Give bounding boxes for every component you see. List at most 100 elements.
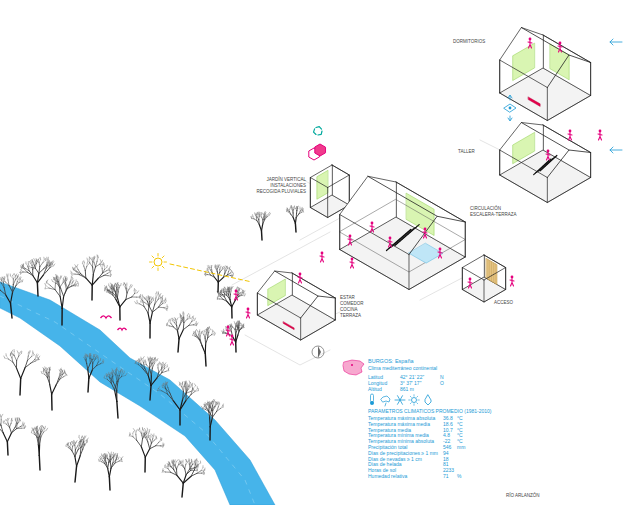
tree-branch — [209, 407, 210, 411]
tree-branch — [205, 344, 207, 353]
tree-branch — [258, 216, 259, 219]
tree-branch — [224, 268, 225, 270]
tree-branch — [183, 465, 185, 469]
tree-branch — [227, 290, 229, 291]
tree-branch — [127, 289, 129, 293]
tree-branch — [32, 269, 33, 275]
tree-leaf — [238, 288, 239, 290]
tree-branch — [157, 365, 159, 368]
tree-branch — [252, 218, 254, 220]
tree-branch — [97, 257, 98, 261]
tree-leaf — [53, 277, 54, 279]
tree-leaf — [36, 426, 37, 428]
tree-leaf — [35, 259, 37, 261]
tree-branch — [180, 316, 182, 318]
tree-branch — [205, 353, 207, 366]
tree-leaf — [141, 298, 142, 300]
tree-branch — [106, 456, 108, 458]
tree-leaf — [147, 428, 149, 430]
tree-branch — [92, 262, 93, 267]
tree-leaf — [118, 457, 120, 459]
tree-branch — [144, 364, 147, 366]
tree-branch — [130, 435, 133, 437]
tree-branch — [262, 217, 264, 220]
tree-branch — [212, 334, 215, 335]
tree-branch — [73, 283, 78, 285]
tree-branch — [176, 469, 177, 475]
tree-branch — [83, 263, 85, 266]
tree-branch — [116, 292, 118, 298]
tree-branch — [145, 437, 148, 441]
tree-leaf — [106, 454, 108, 456]
tree-branch — [49, 370, 50, 373]
tree-branch — [91, 285, 93, 300]
tree-leaf — [3, 276, 4, 278]
tree-branch — [139, 363, 142, 365]
tree-branch — [193, 386, 196, 389]
tree-branch — [205, 273, 207, 275]
tree-branch — [88, 369, 89, 378]
tree-branch — [126, 285, 127, 288]
tree-leaf — [120, 369, 121, 371]
tree-branch — [137, 302, 140, 304]
tree-branch — [135, 431, 136, 434]
tree-branch — [185, 384, 186, 387]
tree-branch — [1, 425, 3, 432]
tree-branch — [174, 470, 177, 476]
tree-leaf — [20, 271, 21, 273]
tree-branch — [87, 378, 89, 392]
tree-branch — [20, 272, 23, 274]
tree-leaf — [149, 297, 150, 299]
tree-leaf — [215, 402, 217, 404]
tree-leaf — [28, 261, 29, 263]
tree-leaf — [74, 267, 76, 269]
tree-branch — [93, 359, 95, 363]
tree-leaf — [50, 263, 51, 265]
tree-branch — [136, 303, 140, 304]
tree-leaf — [182, 312, 183, 314]
ground-line — [245, 335, 330, 365]
tree-leaf — [72, 441, 73, 443]
tree-branch — [257, 215, 258, 217]
tree-leaf — [112, 454, 114, 456]
tree-leaf — [192, 383, 193, 385]
tree-leaf — [158, 293, 160, 295]
tree-leaf — [174, 460, 175, 462]
tree-branch — [43, 372, 44, 374]
tree-branch — [137, 440, 142, 446]
tree-leaf — [243, 326, 244, 328]
tree-branch — [212, 333, 215, 335]
tree-branch — [119, 461, 122, 463]
tree-leaf — [191, 459, 193, 461]
tree-leaf — [19, 419, 20, 421]
tree-branch — [150, 312, 152, 323]
tree-branch — [144, 306, 148, 313]
tree-branch — [144, 457, 146, 472]
tree-leaf — [51, 263, 52, 265]
tree-leaf — [208, 266, 209, 268]
tree-leaf — [185, 382, 186, 384]
tree-branch — [231, 329, 232, 332]
tree-branch — [126, 288, 127, 293]
tree-leaf — [153, 298, 154, 300]
tree-branch — [185, 469, 186, 475]
tree-branch — [140, 430, 142, 433]
tree-branch — [156, 445, 161, 446]
tree-branch — [186, 394, 191, 400]
tree-branch — [141, 447, 145, 457]
tree-leaf — [117, 282, 118, 284]
tree-leaf — [28, 264, 30, 266]
tree-leaf — [139, 296, 140, 298]
tree-leaf — [232, 286, 233, 288]
tree-leaf — [110, 455, 112, 457]
tree-leaf — [251, 217, 252, 219]
tree-branch — [7, 433, 11, 442]
tree-branch — [201, 470, 205, 472]
tree-leaf — [233, 273, 234, 275]
tree-branch — [95, 357, 98, 359]
tree-branch — [164, 367, 167, 369]
tree-leaf — [260, 212, 261, 214]
tree-branch — [36, 430, 38, 433]
tree-leaf — [165, 465, 167, 467]
tree-leaf — [216, 265, 217, 267]
